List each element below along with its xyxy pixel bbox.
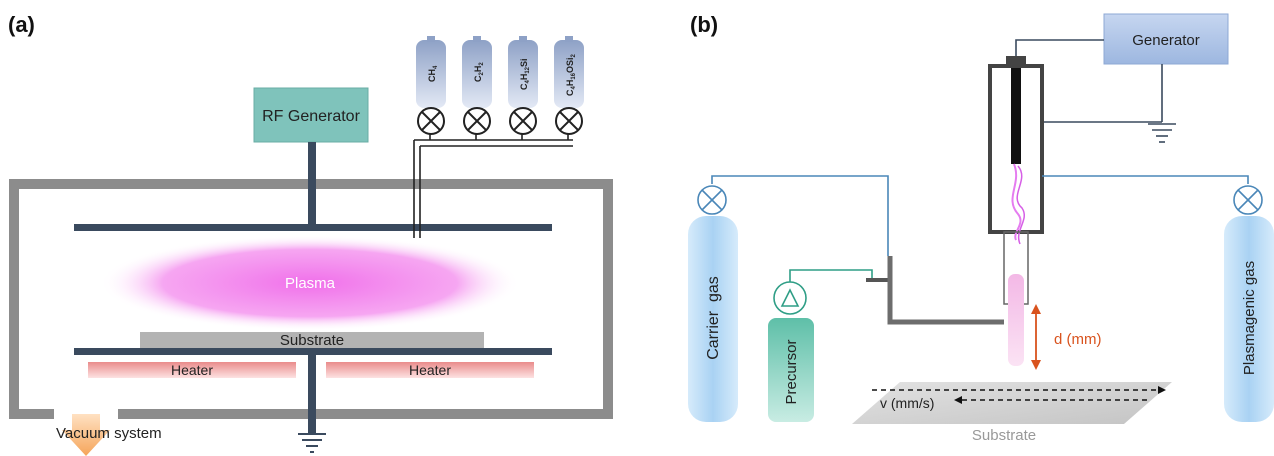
gas-cylinder-1 — [416, 36, 446, 108]
ground-stem-a — [308, 355, 316, 433]
gas-label-c4h12si: C4H12Si — [519, 58, 531, 90]
rf-generator-box — [253, 87, 369, 143]
pump-icon — [773, 281, 807, 315]
substrate-b — [852, 382, 1172, 424]
heater-right-label: Heater — [409, 362, 451, 378]
feed-pipe — [887, 256, 1004, 325]
substrate-a-label: Substrate — [280, 332, 344, 349]
rf-feed-line — [308, 142, 316, 230]
distance-arrow — [1031, 304, 1041, 370]
plasma-torch — [988, 56, 1044, 366]
mixer-tee — [866, 278, 888, 282]
gas-label-c2h2: C2H2 — [473, 62, 485, 82]
vacuum-outlet-gap — [54, 404, 118, 420]
panel-a-label: (a) — [8, 12, 35, 37]
velocity-label: v (mm/s) — [880, 395, 934, 411]
gas-label-c4h16osi2: C4H16OSi2 — [565, 53, 577, 96]
plasma-jet — [1008, 274, 1024, 366]
carrier-gas-cylinder — [688, 216, 738, 422]
vacuum-label: Vacuum system — [56, 425, 162, 442]
plasmagenic-cylinder — [1224, 216, 1274, 422]
carrier-line — [711, 175, 889, 256]
generator-wiring — [1015, 39, 1163, 123]
velocity-arrows — [872, 389, 1158, 401]
valve-4 — [555, 107, 583, 135]
vacuum-arrow — [62, 414, 110, 456]
valve-2 — [463, 107, 491, 135]
gas-cylinder-4 — [554, 36, 584, 108]
valve-1 — [417, 107, 445, 135]
plasma-cloud — [100, 235, 520, 331]
bottom-electrode — [74, 348, 552, 355]
precursor-line — [789, 269, 873, 282]
gas-cylinder-2 — [462, 36, 492, 108]
substrate-b-label: Substrate — [972, 427, 1036, 444]
gas-cylinder-3 — [508, 36, 538, 108]
gas-label-ch4: CH4 — [427, 65, 439, 82]
heater-left-label: Heater — [171, 362, 213, 378]
velocity-arrow-right-head — [1158, 386, 1166, 394]
panel-b: (b) Generator — [688, 12, 1274, 444]
carrier-gas-label: Carrier gas — [705, 276, 722, 360]
rf-generator-label: RF Generator — [262, 108, 360, 125]
heater-left — [88, 362, 296, 378]
distance-label: d (mm) — [1054, 331, 1102, 348]
top-electrode — [74, 224, 552, 231]
ground-symbol-b — [1148, 123, 1176, 143]
plasma-label: Plasma — [285, 275, 336, 292]
carrier-valve — [697, 185, 727, 215]
panel-b-label: (b) — [690, 12, 718, 37]
generator-box — [1103, 13, 1229, 65]
plasmagenic-line — [1042, 175, 1249, 184]
gas-manifold — [413, 134, 573, 238]
plasmagenic-valve — [1233, 185, 1263, 215]
plasmagenic-gas-label: Plasmagenic gas — [1241, 261, 1258, 375]
heater-right — [326, 362, 534, 378]
ground-symbol-a — [298, 433, 326, 453]
substrate-a — [140, 332, 484, 349]
valve-3 — [509, 107, 537, 135]
precursor-label: Precursor — [783, 339, 800, 404]
panel-a: (a) RF Generator Plasma Substrate Heater… — [8, 12, 613, 456]
velocity-arrow-left-head — [954, 396, 962, 404]
generator-label: Generator — [1132, 32, 1200, 49]
precursor-cylinder — [768, 318, 814, 422]
